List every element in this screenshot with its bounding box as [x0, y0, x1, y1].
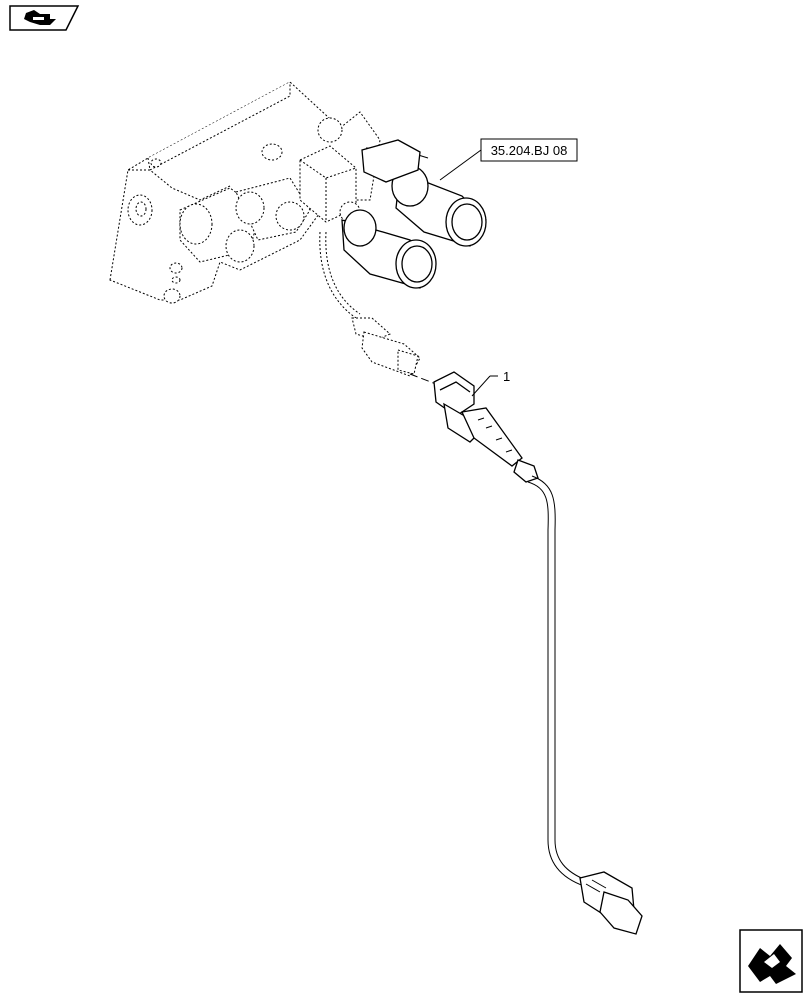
- reference-label-group: 35.204.BJ 08: [439, 138, 578, 181]
- previous-page-arrow-icon: [24, 10, 56, 25]
- next-page-arrow-icon: [748, 944, 796, 984]
- callout-1[interactable]: 1: [471, 369, 510, 397]
- wiring-harness: [433, 371, 643, 935]
- callout-1-label: 1: [503, 369, 510, 384]
- next-page-button[interactable]: [739, 929, 803, 993]
- previous-page-button[interactable]: [9, 5, 80, 31]
- existing-wire-reference: [319, 231, 437, 385]
- solenoid-coil-lower: [341, 209, 437, 289]
- solenoid-coil-upper: [361, 139, 487, 247]
- valve-block-reference: [109, 81, 381, 304]
- reference-label: 35.204.BJ 08: [491, 143, 568, 158]
